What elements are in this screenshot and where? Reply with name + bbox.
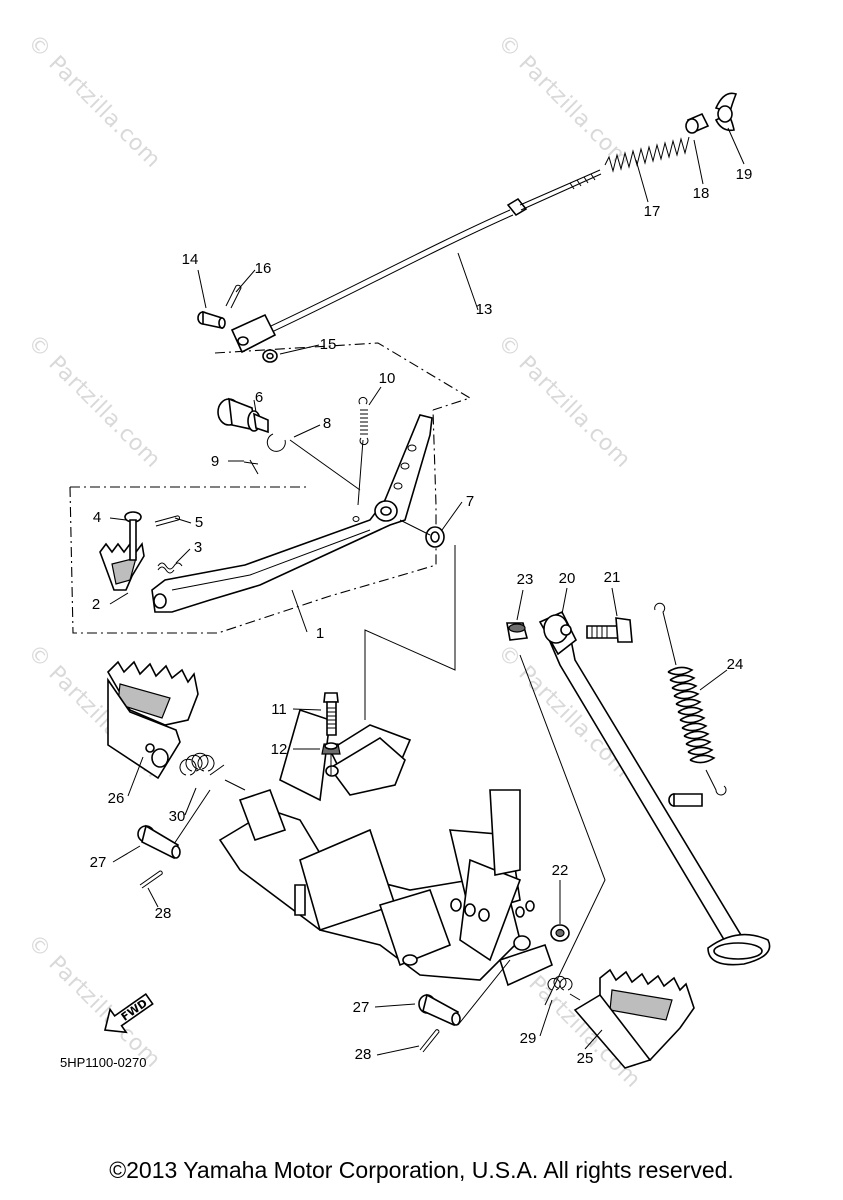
callout-28[interactable]: 28 <box>355 1046 372 1063</box>
sidestand[interactable] <box>538 610 771 966</box>
rod-thread <box>569 173 596 190</box>
sidestand-bolt[interactable] <box>586 617 633 643</box>
callout-26[interactable]: 26 <box>108 790 125 807</box>
rod-collar[interactable] <box>685 112 710 134</box>
callout-27[interactable]: 27 <box>90 854 107 871</box>
callout-28[interactable]: 28 <box>155 905 172 922</box>
callout-7[interactable]: 7 <box>466 493 474 510</box>
wing-nut[interactable] <box>714 92 738 132</box>
callout-17[interactable]: 17 <box>644 203 661 220</box>
callout-14[interactable]: 14 <box>182 251 199 268</box>
diagram-code: 5HP1100-0270 <box>60 1055 147 1070</box>
callout-23[interactable]: 23 <box>517 571 534 588</box>
rod-spring[interactable] <box>604 136 690 173</box>
tip-pin[interactable] <box>124 511 142 561</box>
callout-13[interactable]: 13 <box>476 301 493 318</box>
callout-8[interactable]: 8 <box>323 415 331 432</box>
callout-21[interactable]: 21 <box>604 569 621 586</box>
sidestand-spring[interactable] <box>654 602 727 796</box>
pedal-tip[interactable] <box>99 542 145 591</box>
callout-22[interactable]: 22 <box>552 862 569 879</box>
callout-16[interactable]: 16 <box>255 260 272 277</box>
pedal-shaft[interactable] <box>217 397 269 434</box>
callout-11[interactable]: 11 <box>271 701 287 718</box>
callout-1[interactable]: 1 <box>316 625 324 642</box>
return-spring[interactable] <box>358 396 369 446</box>
callout-3[interactable]: 3 <box>194 539 202 556</box>
sidestand-nut[interactable] <box>506 622 529 641</box>
cotter-pin[interactable] <box>225 284 242 309</box>
callout-19[interactable]: 19 <box>736 166 753 183</box>
callout-6[interactable]: 6 <box>255 389 263 406</box>
callout-20[interactable]: 20 <box>559 570 576 587</box>
callout-9[interactable]: 9 <box>211 453 219 470</box>
clevis-pin[interactable] <box>197 310 226 329</box>
footrest-left[interactable] <box>106 660 199 780</box>
pedal-washer[interactable] <box>425 526 445 548</box>
circlip[interactable] <box>266 433 286 452</box>
callout-2[interactable]: 2 <box>92 596 100 613</box>
callout-24[interactable]: 24 <box>727 656 744 673</box>
callout-4[interactable]: 4 <box>93 509 101 526</box>
callout-5[interactable]: 5 <box>195 514 203 531</box>
footrest-spring-right[interactable] <box>547 975 581 1001</box>
callout-30[interactable]: 30 <box>169 808 186 825</box>
brake-pedal[interactable] <box>151 414 433 613</box>
callout-18[interactable]: 18 <box>693 185 710 202</box>
footrest-cotter-left[interactable] <box>139 870 163 889</box>
callout-15[interactable]: 15 <box>320 336 337 353</box>
washer[interactable] <box>262 349 278 363</box>
footrest-cotter-right[interactable] <box>419 1029 440 1053</box>
tip-spring[interactable] <box>157 562 183 574</box>
shaft-cotter[interactable] <box>243 459 259 475</box>
footrest-right[interactable] <box>573 968 695 1069</box>
pivot-nut[interactable] <box>321 742 341 775</box>
callout-leaders <box>109 127 745 1056</box>
callout-27[interactable]: 27 <box>353 999 370 1016</box>
fwd-arrow-icon: FWD <box>104 992 154 1034</box>
copyright-notice: ©2013 Yamaha Motor Corporation, U.S.A. A… <box>109 1157 734 1183</box>
callout-29[interactable]: 29 <box>520 1030 537 1047</box>
footrest-pin-left[interactable] <box>137 824 181 860</box>
brake-rod[interactable] <box>244 169 602 344</box>
callout-25[interactable]: 25 <box>577 1050 594 1067</box>
pivot-bolt[interactable] <box>323 692 339 736</box>
footrest-spring[interactable] <box>179 752 225 776</box>
spring-hook-pin <box>668 793 703 807</box>
callout-10[interactable]: 10 <box>379 370 396 387</box>
sidestand-collar[interactable] <box>550 924 570 942</box>
frame <box>218 708 553 987</box>
footrest-pin-right[interactable] <box>418 993 461 1027</box>
tip-cotter[interactable] <box>154 515 180 527</box>
rod-clevis[interactable] <box>230 313 277 354</box>
callout-12[interactable]: 12 <box>271 741 288 758</box>
fwd-label: FWD <box>119 997 150 1024</box>
pedal-bracket <box>325 737 406 796</box>
